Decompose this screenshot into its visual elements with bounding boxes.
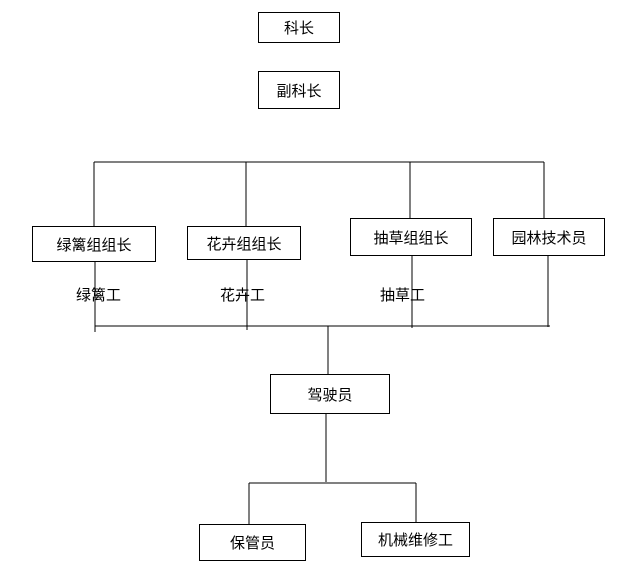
deputy-section-chief-box: 副科长 bbox=[258, 71, 340, 109]
machinery-mechanic-box: 机械维修工 bbox=[361, 522, 470, 557]
flower-worker-label: 花卉工 bbox=[220, 286, 266, 304]
hedge-group-leader-box: 绿篱组组长 bbox=[32, 226, 156, 262]
landscape-technician-box: 园林技术员 bbox=[493, 218, 605, 256]
driver-box: 驾驶员 bbox=[270, 374, 390, 414]
storekeeper-box: 保管员 bbox=[199, 524, 306, 561]
weeding-worker-label: 抽草工 bbox=[380, 286, 426, 304]
hedge-worker-label: 绿篱工 bbox=[76, 286, 122, 304]
flower-group-leader-box: 花卉组组长 bbox=[187, 226, 301, 260]
section-chief-box: 科长 bbox=[258, 12, 340, 43]
weeding-group-leader-box: 抽草组组长 bbox=[350, 218, 472, 256]
